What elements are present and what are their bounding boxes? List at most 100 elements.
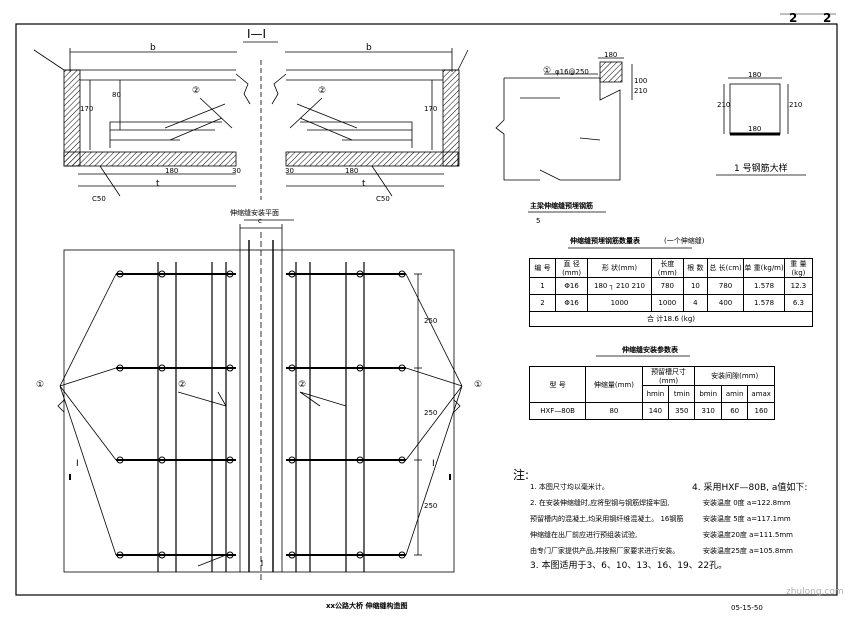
plan-center-c: c xyxy=(258,217,262,225)
table-group-header: 预留槽尺寸(mm) xyxy=(641,366,696,386)
param-table-caption: 伸缩缝安装参数表 xyxy=(622,346,678,354)
dim-180-right: 180 xyxy=(345,167,359,175)
table-row: 1 Φ16 180 ┐ 210 210 780 10 780 1.578 12.… xyxy=(529,277,814,295)
anchor-spec: φ16@250 xyxy=(555,68,589,76)
rebar-detail-box xyxy=(716,77,806,176)
table-cell: 780 xyxy=(650,277,684,295)
dim-b-right: b xyxy=(366,43,372,53)
note-line-right: 安装温度25度 a=105.8mm xyxy=(703,547,793,555)
table-cell: 1000 xyxy=(650,294,684,312)
table-cell: 1.578 xyxy=(743,294,785,312)
table-group-header: 安装间隙(mm) xyxy=(694,366,775,386)
note-line: 伸缩缝在出厂前应进行预组装试验, xyxy=(530,531,638,539)
table-header-cell: amin xyxy=(720,385,749,403)
note-line-right: 安装温度 5度 a=117.1mm xyxy=(703,515,791,523)
plan-dim-3: 250 xyxy=(424,502,438,510)
notes-heading: 注: xyxy=(513,468,530,482)
drawing-border xyxy=(15,23,838,596)
plan-marker-1-right: ① xyxy=(474,380,483,390)
note-line-right: 4. 采用HXF—80B, a值如下: xyxy=(692,483,808,493)
steel-table-caption: 伸缩缝预埋钢筋数量表 xyxy=(570,237,640,245)
note-line: 预留槽内的混凝土,均采用钢纤维混凝土。 16钢筋 xyxy=(530,515,684,523)
table-header-cell: 型 号 xyxy=(528,366,587,403)
note-line-right: 安装温度20度 a=111.5mm xyxy=(703,531,793,539)
plan-view xyxy=(57,224,463,580)
sheet-number-a: 2 xyxy=(789,11,798,25)
table-cell: Φ16 xyxy=(554,277,589,295)
drawing-title: xx公路大桥 伸缩缝构造图 xyxy=(326,602,408,610)
plan-marker-2-left: ② xyxy=(178,380,187,390)
detail-dim-bottom: 180 xyxy=(748,125,762,133)
detail-dim-right: 210 xyxy=(789,101,803,109)
table-header-row: 型 号 伸缩量(mm) 预留槽尺寸(mm) 安装间隙(mm) xyxy=(528,366,775,403)
watermark: zhulong.com xyxy=(786,587,844,597)
table-cell: 310 xyxy=(694,402,722,420)
detail-dim-top: 180 xyxy=(748,71,762,79)
dim-30-right: 30 xyxy=(285,167,294,175)
table-header-cell: 总 长(cm) xyxy=(706,258,745,278)
anchor-scale: 5 xyxy=(536,217,541,225)
table-cell: 1000 xyxy=(587,294,652,312)
table-cell: 2 xyxy=(529,294,556,312)
table-header-row: 编 号 直 径(mm) 形 状(mm) 长度(mm) 根 数 总 长(cm) 单… xyxy=(529,258,814,278)
table-cell: 10 xyxy=(682,277,708,295)
table-cell: 4 xyxy=(682,294,708,312)
table-cell: 140 xyxy=(641,402,670,420)
concrete-label-right: C50 xyxy=(376,195,390,203)
table-cell: HXF—80B xyxy=(528,402,587,420)
table-cell: 400 xyxy=(706,294,745,312)
caption-underlines xyxy=(244,219,692,357)
steel-table: 编 号 直 径(mm) 形 状(mm) 长度(mm) 根 数 总 长(cm) 单… xyxy=(529,258,814,327)
plan-cut-right: I xyxy=(432,459,435,469)
concrete-label-left: C50 xyxy=(92,195,106,203)
table-header-cell: tmin xyxy=(668,385,696,403)
table-row: HXF—80B 80 140 350 310 60 160 xyxy=(528,402,775,420)
plan-label: 伸缩缝安装平面 xyxy=(230,209,279,217)
note-line-right: 安装温度 0度 a=122.8mm xyxy=(703,499,791,507)
anchor-dim-100: 100 xyxy=(634,77,648,85)
anchor-marker-1: ① xyxy=(543,66,552,76)
param-table: 型 号 伸缩量(mm) 预留槽尺寸(mm) 安装间隙(mm) hmin tmin… xyxy=(528,366,775,420)
plan-marker-1-left: ① xyxy=(36,380,45,390)
table-cell: 780 xyxy=(706,277,745,295)
table-cell: 80 xyxy=(585,402,643,420)
table-header-cell: 伸缩量(mm) xyxy=(585,366,643,403)
note-line: 由专门厂家提供产品,并按照厂家要求进行安装。 xyxy=(530,547,680,555)
dim-80: 80 xyxy=(112,91,121,99)
table-header-cell: amax xyxy=(747,385,775,403)
plan-dim-2: 250 xyxy=(424,409,438,417)
dim-b-left: b xyxy=(150,43,156,53)
plan-dim-1: 250 xyxy=(424,317,438,325)
table-cell: 12.3 xyxy=(783,277,814,295)
anchor-dim-180: 180 xyxy=(604,51,618,59)
table-total: 合 计18.6 (kg) xyxy=(529,311,813,327)
table-header-cell: 形 状(mm) xyxy=(587,258,652,278)
detail-caption: 1 号钢筋大样 xyxy=(734,164,788,174)
dim-170-left: 170 xyxy=(80,105,94,113)
section-view xyxy=(33,41,469,200)
table-cell: 160 xyxy=(747,402,775,420)
table-cell: 60 xyxy=(720,402,749,420)
table-header-cell: bmin xyxy=(694,385,722,403)
table-header-cell: 直 径(mm) xyxy=(554,258,589,278)
table-header-cell: hmin xyxy=(641,385,670,403)
section-label: I—I xyxy=(247,27,267,41)
table-header-cell: 长度(mm) xyxy=(650,258,684,278)
note-line: 2. 在安装伸缩缝时,应将型钢与钢筋焊接牢固, xyxy=(530,499,670,507)
table-row: 2 Φ16 1000 1000 4 400 1.578 6.3 xyxy=(529,294,814,312)
note-line: 1. 本图尺寸均以毫米计。 xyxy=(530,483,609,491)
dim-170-right: 170 xyxy=(424,105,438,113)
table-header-cell: 重 量(kg) xyxy=(783,258,814,278)
callout-2-left: ② xyxy=(192,86,201,96)
anchor-caption: 主梁伸缩缝预埋钢筋 xyxy=(530,202,593,210)
drawing-number: 05-15-50 xyxy=(731,604,763,612)
dim-t-right: t xyxy=(362,179,366,189)
table-cell: 1.578 xyxy=(743,277,785,295)
table-cell: Φ16 xyxy=(554,294,589,312)
table-cell: 350 xyxy=(668,402,696,420)
table-cell: 180 ┐ 210 210 xyxy=(587,277,652,295)
sheet-number-b: 2 xyxy=(823,11,832,25)
plan-cut-left: I xyxy=(76,459,79,469)
table-header-cell: 编 号 xyxy=(529,258,556,278)
table-header-cell: 单 重(kg/m) xyxy=(743,258,785,278)
